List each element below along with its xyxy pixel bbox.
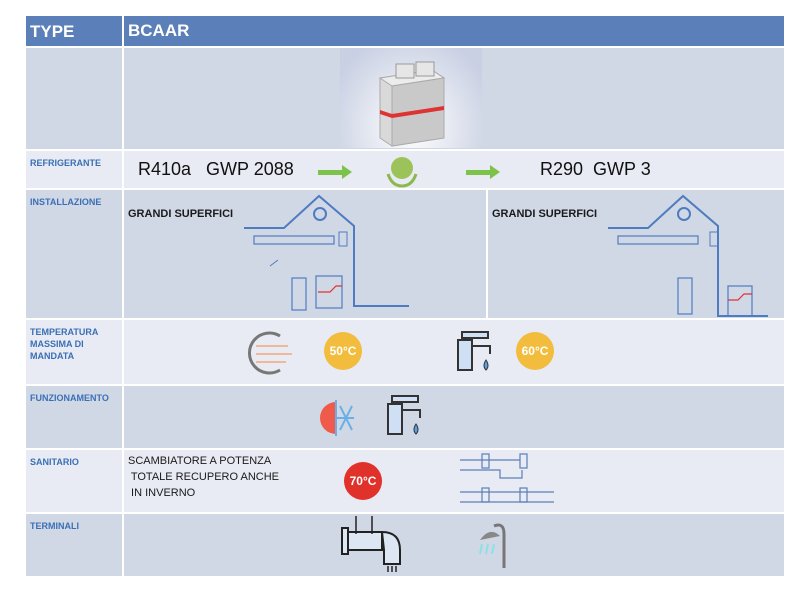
old-refrigerant: R410a GWP 2088 bbox=[138, 159, 294, 179]
water-tap-icon bbox=[457, 331, 491, 371]
row-sanitario: SANITARIO SCAMBIATORE A POTENZA TOTALE R… bbox=[26, 450, 784, 514]
air-temp-badge: 50°C bbox=[324, 332, 362, 370]
new-refrigerant: R290 GWP 3 bbox=[540, 159, 651, 179]
row-installazione: INSTALLAZIONE GRANDI SUPERFICI GRANDI SU… bbox=[26, 190, 784, 320]
product-image bbox=[340, 48, 482, 148]
text-line: IN INVERNO bbox=[128, 486, 196, 499]
house-diagram-icon bbox=[608, 194, 768, 317]
label-line: MANDATA bbox=[30, 351, 75, 362]
house-diagram-icon bbox=[244, 194, 409, 311]
row-terminali: TERMINALI bbox=[26, 514, 784, 578]
row-refrigerante: REFRIGERANTE R410a GWP 2088 R290 GWP 3 bbox=[26, 151, 784, 190]
type-header: TYPE bbox=[26, 16, 124, 46]
heat-cool-icon bbox=[320, 400, 354, 436]
label-terminali: TERMINALI bbox=[26, 514, 124, 576]
label-installazione: INSTALLAZIONE bbox=[26, 190, 124, 318]
label-sanitario: SANITARIO bbox=[26, 450, 124, 512]
label-refrigerante: REFRIGERANTE bbox=[26, 151, 124, 188]
heat-pump-unit-icon bbox=[378, 61, 446, 147]
water-tap-icon bbox=[387, 395, 421, 435]
text-line: SCAMBIATORE A POTENZA bbox=[128, 455, 272, 467]
water-temp-badge: 60°C bbox=[516, 332, 554, 370]
installation-right-text: GRANDI SUPERFICI bbox=[492, 208, 598, 220]
comparison-table: TYPE BCAAR REFRIGERANTE R410a GWP 2088 bbox=[26, 16, 784, 578]
duct-terminal-icon bbox=[341, 516, 401, 572]
installation-left-text: GRANDI SUPERFICI bbox=[128, 208, 234, 220]
text-line: TOTALE RECUPERO ANCHE bbox=[128, 470, 279, 483]
row-temperatura: TEMPERATURA MASSIMA DI MANDATA 50°C 60°C bbox=[26, 320, 784, 386]
label-line: MASSIMA DI bbox=[30, 339, 84, 350]
label-funzionamento: FUNZIONAMENTO bbox=[26, 386, 124, 448]
arrow-right-icon bbox=[318, 165, 352, 179]
arrow-right-icon bbox=[466, 165, 500, 179]
row-funzionamento: FUNZIONAMENTO bbox=[26, 386, 784, 450]
label-line: TEMPERATURA bbox=[30, 327, 99, 337]
shower-head-icon bbox=[479, 523, 506, 568]
hydraulic-schematic-icon bbox=[460, 453, 554, 503]
sanitario-temp-badge: 70°C bbox=[344, 462, 382, 500]
header-row: TYPE BCAAR bbox=[26, 16, 784, 48]
eco-globe-hands-icon bbox=[386, 157, 418, 188]
image-row bbox=[26, 48, 784, 151]
sanitario-text: SCAMBIATORE A POTENZA TOTALE RECUPERO AN… bbox=[128, 454, 279, 502]
image-row-label bbox=[26, 48, 124, 149]
label-temperatura: TEMPERATURA MASSIMA DI MANDATA bbox=[26, 320, 124, 384]
model-header: BCAAR bbox=[128, 21, 190, 40]
air-flow-icon bbox=[248, 331, 292, 375]
